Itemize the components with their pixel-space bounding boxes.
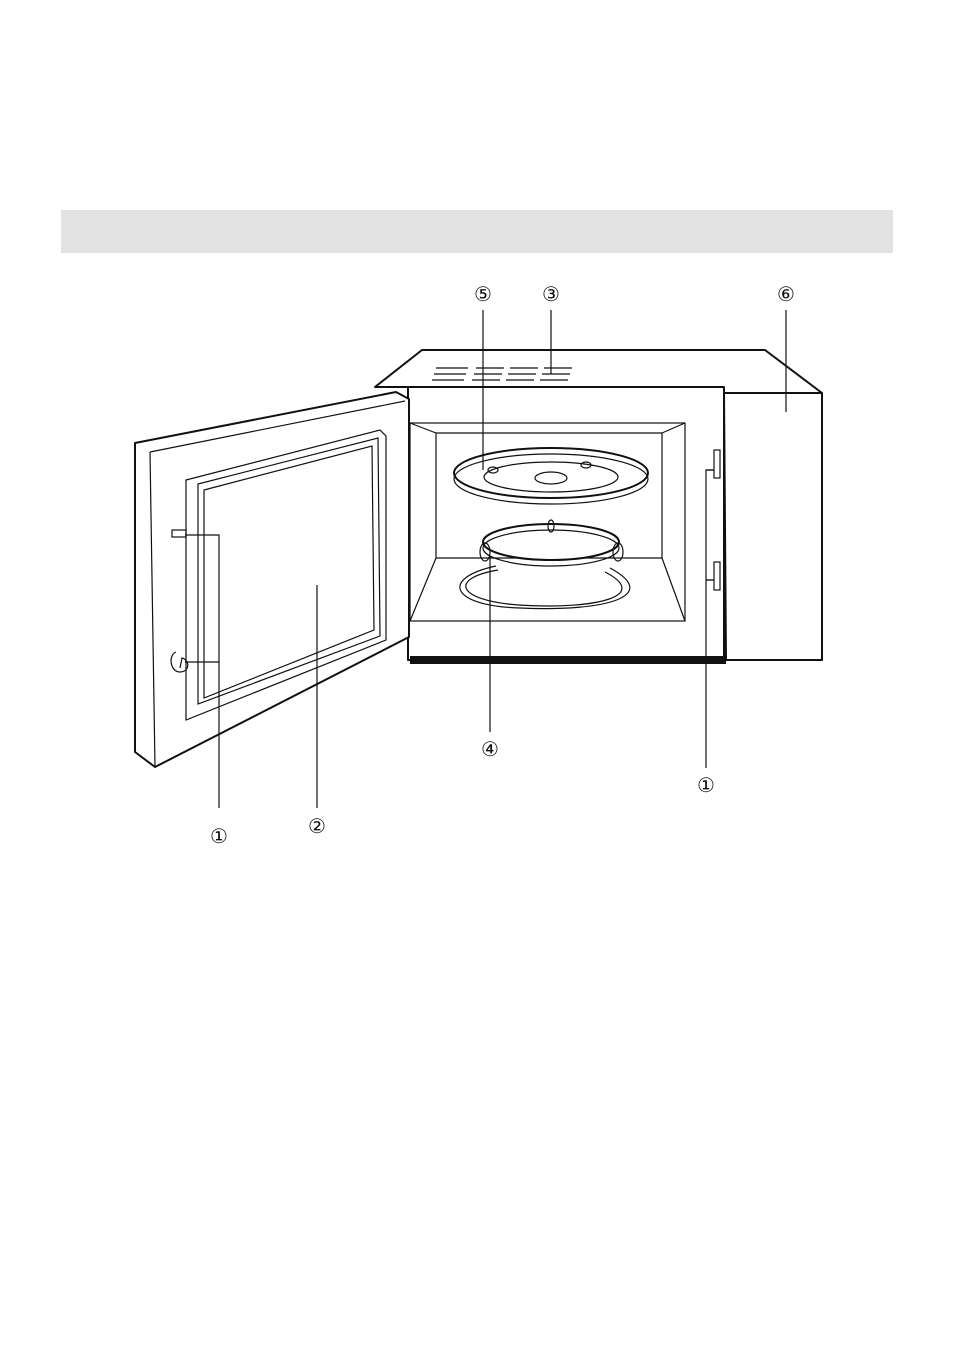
callout-door-lock-left: ①	[210, 824, 228, 848]
callout-oven-window: ②	[308, 814, 326, 838]
svg-text:⑤: ⑤	[474, 282, 492, 306]
svg-text:④: ④	[481, 737, 499, 761]
svg-text:①: ①	[697, 773, 715, 797]
oven-base-strip	[410, 656, 726, 664]
callout-roller-ring: ④	[481, 737, 499, 761]
door-outer-panel	[135, 392, 409, 767]
control-panel-housing	[724, 393, 822, 660]
svg-text:⑥: ⑥	[777, 282, 795, 306]
callout-glass-tray: ⑤	[474, 282, 492, 306]
svg-text:③: ③	[542, 282, 560, 306]
svg-text:①: ①	[210, 824, 228, 848]
oven-body	[375, 350, 822, 664]
callout-control-panel: ⑥	[777, 282, 795, 306]
callout-waveguide-cover: ③	[542, 282, 560, 306]
callout-door-lock-right: ①	[697, 773, 715, 797]
svg-text:②: ②	[308, 814, 326, 838]
oven-door	[135, 392, 409, 767]
